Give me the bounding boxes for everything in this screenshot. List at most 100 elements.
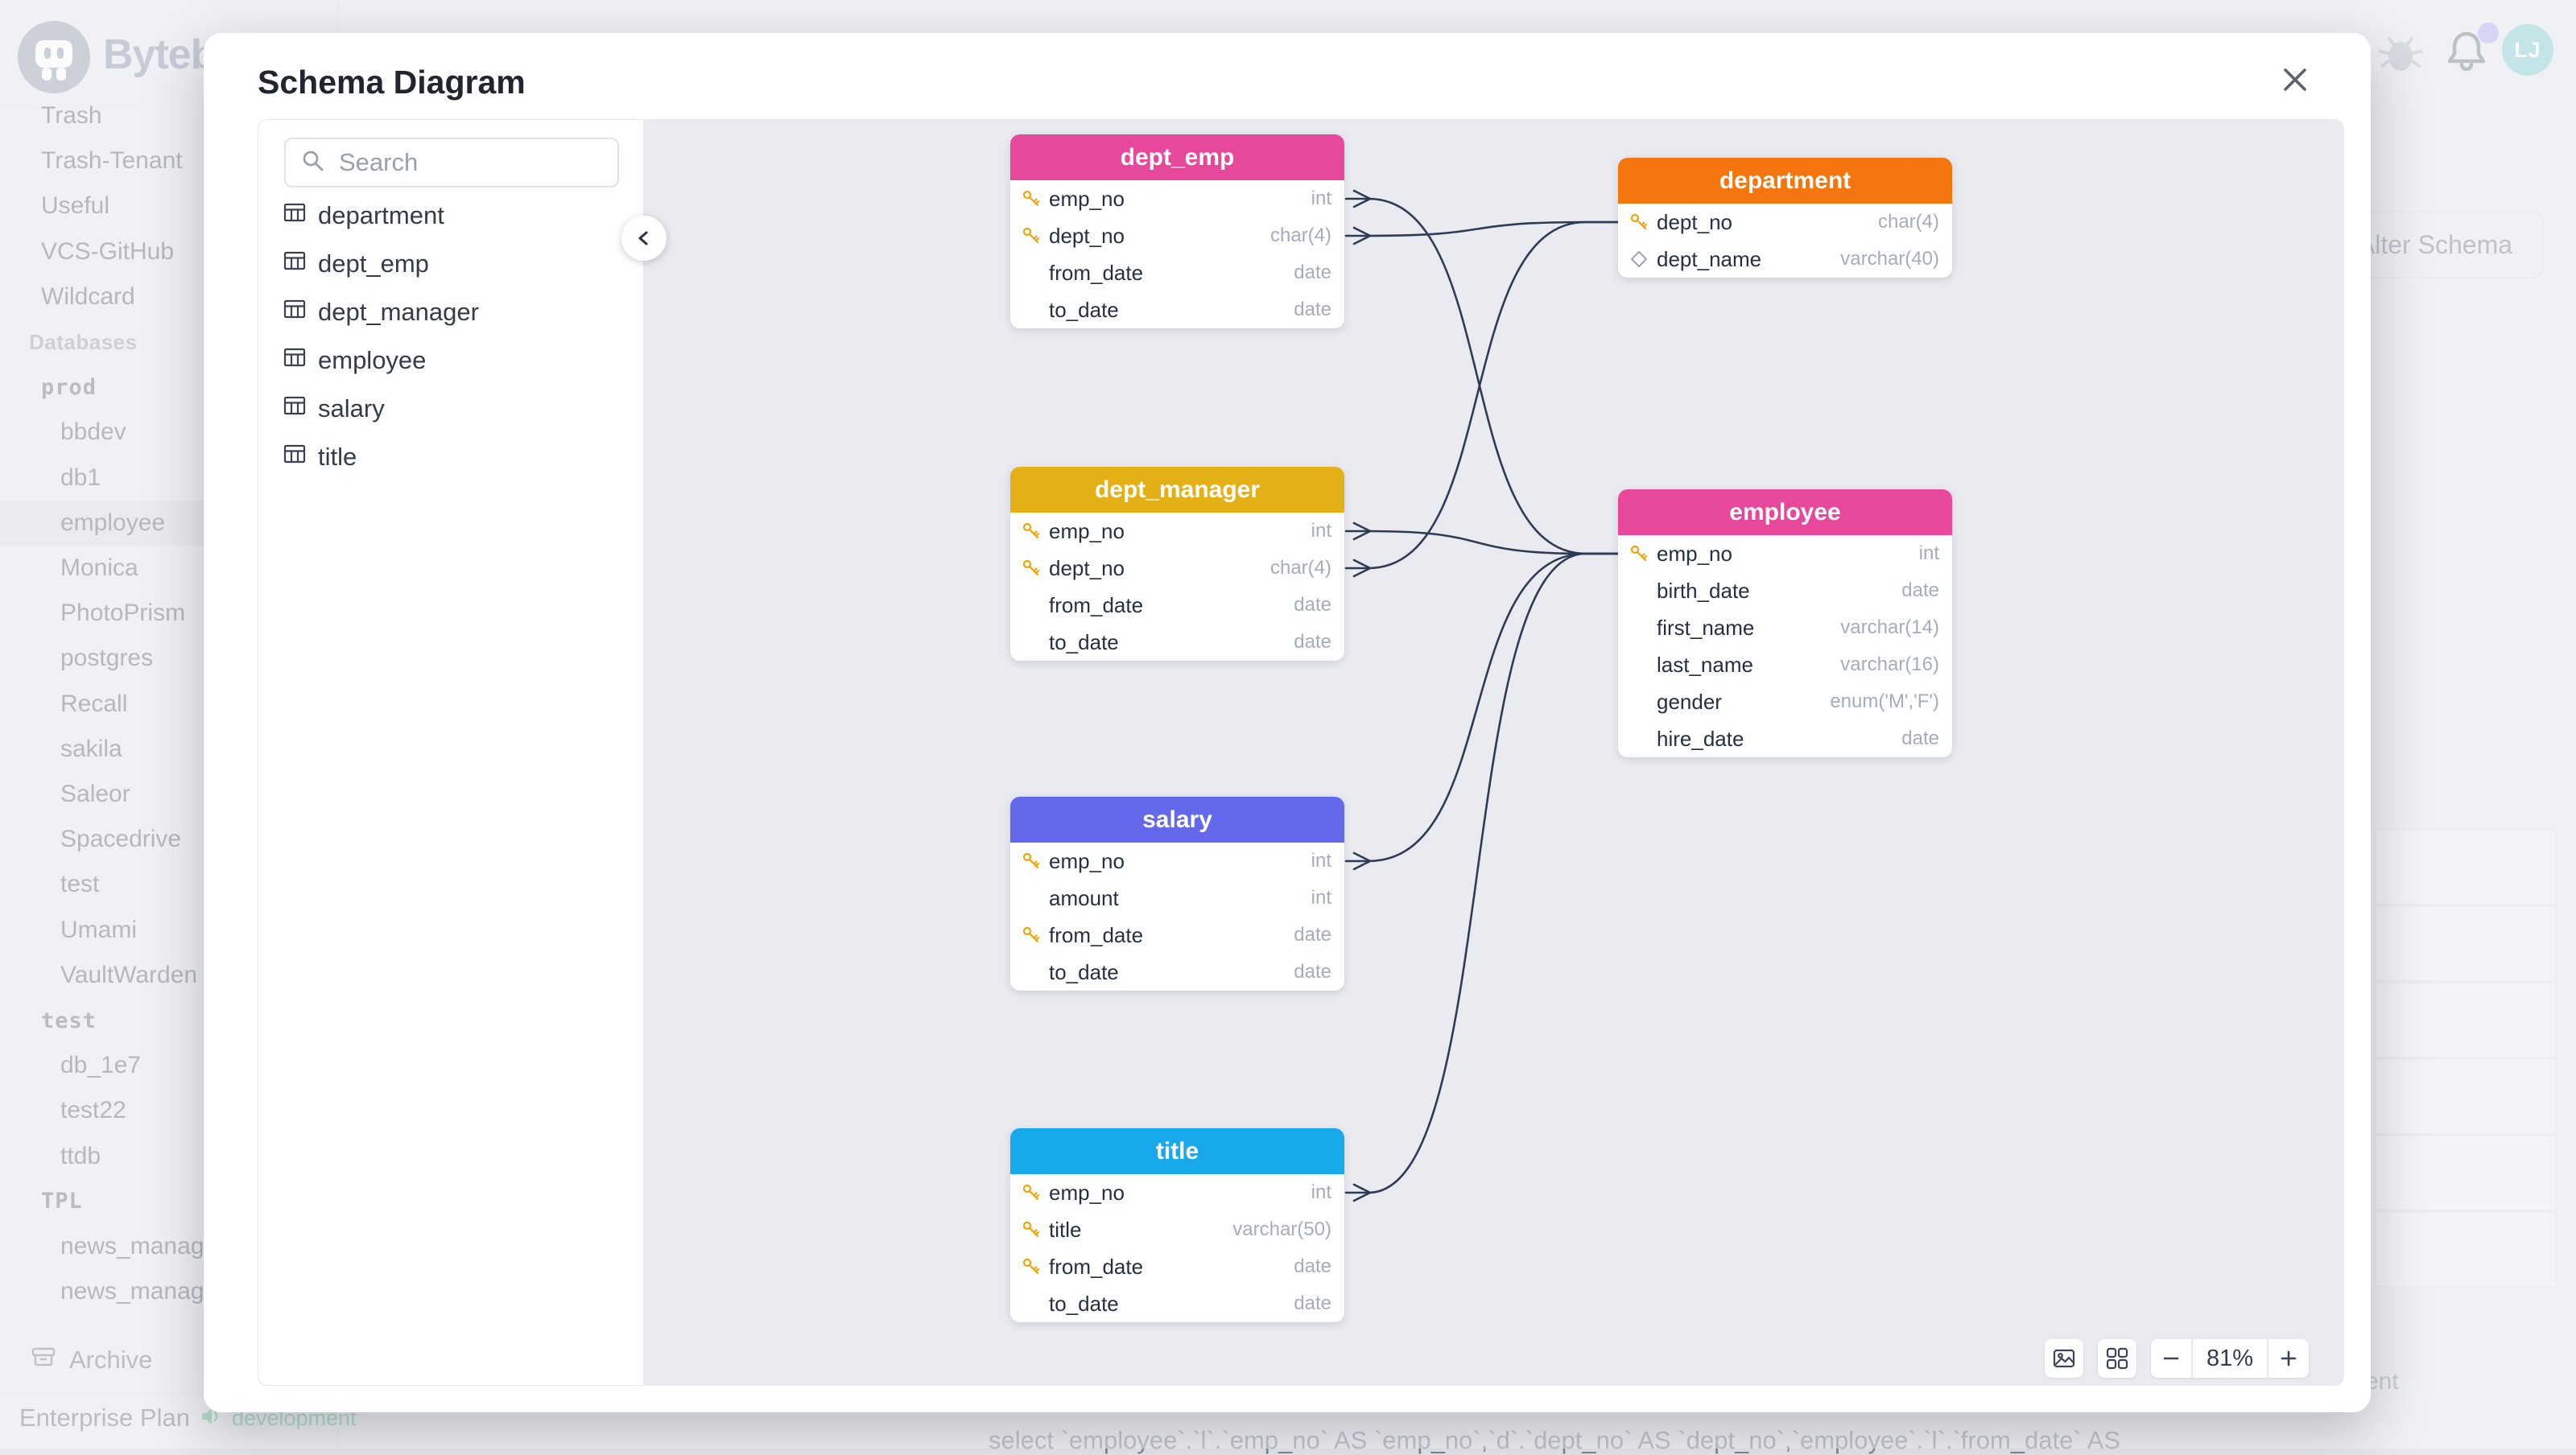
primary-key-icon (1022, 1258, 1040, 1275)
column-row: gender enum('M','F') (1618, 683, 1952, 720)
entity-card-rows: emp_no int amount int from_date date to_… (1010, 843, 1344, 991)
column-name: hire_date (1657, 726, 1744, 751)
zoom-in-button[interactable] (2267, 1339, 2309, 1378)
column-name: from_date (1049, 922, 1144, 947)
search-input[interactable] (337, 147, 598, 178)
column-row: to_date date (1010, 624, 1344, 661)
table-icon (283, 249, 307, 279)
column-row: emp_no int (1618, 535, 1952, 572)
column-row: to_date date (1010, 954, 1344, 991)
entity-card-header: salary (1010, 797, 1344, 843)
column-type: int (1311, 1181, 1331, 1203)
column-name: dept_name (1657, 246, 1762, 271)
search-box[interactable] (284, 138, 619, 188)
column-type: varchar(50) (1232, 1218, 1331, 1240)
primary-key-icon (1022, 1184, 1040, 1201)
column-name: birth_date (1657, 578, 1750, 603)
column-row: dept_no char(4) (1010, 217, 1344, 254)
column-row: from_date date (1010, 1248, 1344, 1285)
column-name: last_name (1657, 652, 1753, 677)
entity-card-rows: emp_no int birth_date date first_name va… (1618, 535, 1952, 757)
column-type: date (1294, 631, 1331, 653)
entity-card-rows: emp_no int dept_no char(4) from_date dat… (1010, 180, 1344, 328)
column-row: from_date date (1010, 917, 1344, 954)
schema-diagram-modal: Schema Diagram department (204, 33, 2371, 1412)
primary-key-icon (1022, 190, 1040, 207)
column-row: emp_no int (1010, 513, 1344, 550)
zoom-control: 81% (2151, 1339, 2309, 1378)
column-type: date (1294, 1255, 1331, 1277)
column-name: to_date (1049, 1291, 1119, 1316)
table-icon (283, 394, 307, 424)
auto-layout-button[interactable] (2098, 1339, 2136, 1378)
column-name: title (1049, 1217, 1082, 1242)
column-type: date (1294, 924, 1331, 946)
entity-card-rows: emp_no int title varchar(50) from_date d… (1010, 1174, 1344, 1322)
close-icon[interactable] (2274, 59, 2316, 101)
entity-card-header: employee (1618, 489, 1952, 535)
table-name-label: department (318, 201, 444, 229)
column-name: emp_no (1049, 1180, 1125, 1205)
column-name: from_date (1049, 1254, 1144, 1279)
table-list-panel: department dept_emp dept_manager employe… (258, 119, 644, 1386)
column-row: emp_no int (1010, 180, 1344, 217)
column-type: char(4) (1877, 211, 1939, 233)
column-type: date (1294, 961, 1331, 983)
entity-card-rows: emp_no int dept_no char(4) from_date dat… (1010, 513, 1344, 661)
column-name: to_date (1049, 629, 1119, 654)
entity-card-salary[interactable]: salary emp_no int amount int from_date d… (1010, 797, 1344, 991)
primary-key-icon (1022, 852, 1040, 869)
primary-key-icon (1022, 1221, 1040, 1238)
diagram-canvas[interactable]: dept_emp emp_no int dept_no char(4) from… (644, 119, 2344, 1386)
column-name: first_name (1657, 615, 1755, 640)
column-type: char(4) (1269, 225, 1331, 246)
schema-table-item-salary[interactable]: salary (258, 385, 643, 433)
column-type: int (1311, 520, 1331, 542)
column-name: emp_no (1049, 848, 1125, 873)
export-image-button[interactable] (2045, 1339, 2083, 1378)
column-row: birth_date date (1618, 572, 1952, 609)
entity-card-dept_manager[interactable]: dept_manager emp_no int dept_no char(4) … (1010, 467, 1344, 661)
table-name-label: dept_emp (318, 249, 429, 278)
entity-card-dept_emp[interactable]: dept_emp emp_no int dept_no char(4) from… (1010, 134, 1344, 328)
column-type: date (1294, 299, 1331, 320)
entity-card-header: title (1010, 1128, 1344, 1174)
table-name-label: title (318, 443, 357, 471)
relationship-edges (1344, 189, 1621, 1202)
column-type: date (1294, 262, 1331, 283)
column-row: title varchar(50) (1010, 1211, 1344, 1248)
column-row: amount int (1010, 880, 1344, 917)
column-name: from_date (1049, 592, 1144, 617)
collapse-panel-button[interactable] (621, 216, 667, 261)
entity-card-department[interactable]: department dept_no char(4) dept_name var… (1618, 158, 1952, 278)
column-name: dept_no (1657, 209, 1732, 234)
column-row: to_date date (1010, 291, 1344, 328)
entity-card-header: department (1618, 158, 1952, 204)
schema-table-item-dept_manager[interactable]: dept_manager (258, 288, 643, 336)
zoom-out-button[interactable] (2151, 1339, 2191, 1378)
schema-table-item-department[interactable]: department (258, 192, 643, 240)
entity-card-employee[interactable]: employee emp_no int birth_date date firs… (1618, 489, 1952, 757)
schema-table-item-title[interactable]: title (258, 433, 643, 481)
column-row: dept_name varchar(40) (1618, 241, 1952, 278)
index-diamond-icon (1630, 250, 1648, 268)
column-row: emp_no int (1010, 1174, 1344, 1211)
column-row: from_date date (1010, 254, 1344, 291)
zoom-level: 81% (2191, 1339, 2267, 1378)
column-row: first_name varchar(14) (1618, 609, 1952, 646)
schema-table-item-dept_emp[interactable]: dept_emp (258, 240, 643, 288)
column-type: enum('M','F') (1830, 690, 1939, 712)
primary-key-icon (1022, 926, 1040, 943)
primary-key-icon (1022, 227, 1040, 244)
column-type: date (1294, 1292, 1331, 1314)
column-name: emp_no (1049, 186, 1125, 211)
entity-card-rows: dept_no char(4) dept_name varchar(40) (1618, 204, 1952, 278)
schema-table-item-employee[interactable]: employee (258, 336, 643, 385)
search-icon (300, 148, 326, 178)
column-name: to_date (1049, 959, 1119, 984)
column-type: varchar(14) (1840, 616, 1939, 638)
column-name: dept_no (1049, 223, 1125, 248)
column-type: int (1918, 542, 1939, 564)
primary-key-icon (1630, 545, 1648, 562)
entity-card-title[interactable]: title emp_no int title varchar(50) (1010, 1128, 1344, 1322)
